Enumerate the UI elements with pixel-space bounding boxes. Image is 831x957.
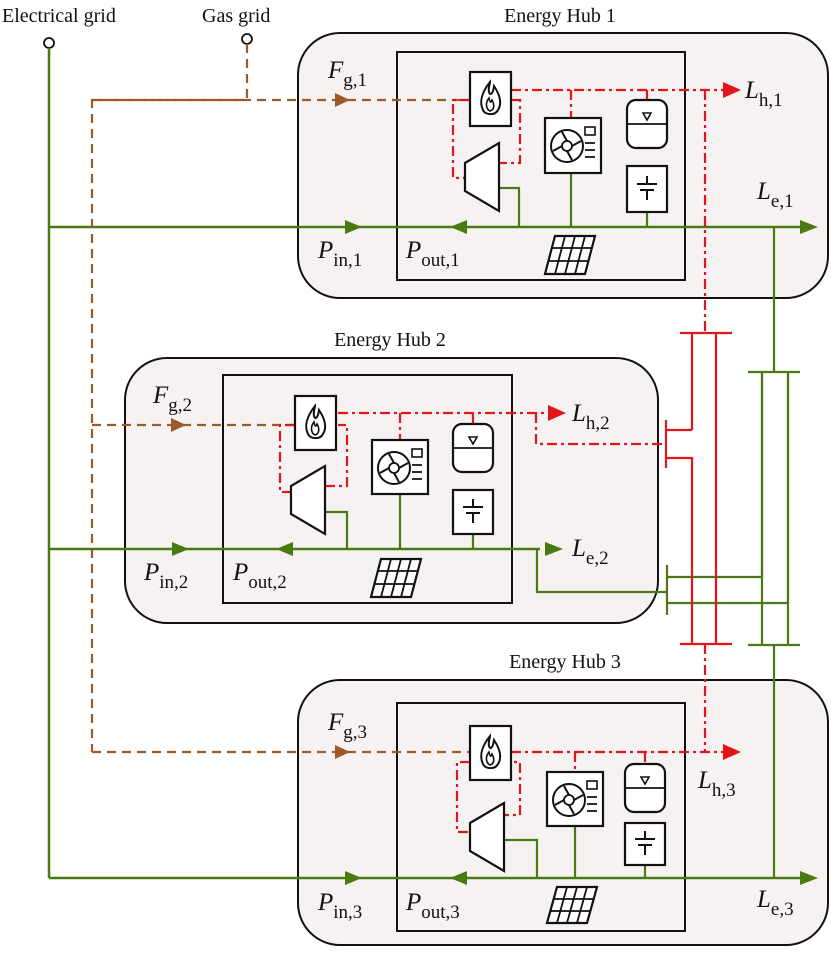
electrical-grid-label: Electrical grid <box>2 5 116 27</box>
gas-flow-arrows <box>171 93 350 759</box>
hub-3-p-in-label: Pin,3 <box>317 889 362 923</box>
hub-1-heat-load-label: Lh,1 <box>744 77 783 111</box>
battery-icon <box>623 821 667 867</box>
hub-3-fuel-label: Fg,3 <box>327 709 367 743</box>
hub-2-heat-load-label: Lh,2 <box>571 400 610 434</box>
hub-2-fuel-label: Fg,2 <box>152 382 192 416</box>
thermal-storage-icon <box>451 422 495 474</box>
hub-2-p-in-label: Pin,2 <box>143 559 188 593</box>
electric-interconnection <box>535 370 800 647</box>
turbine-icon <box>289 464 327 536</box>
electrical-grid-terminal-icon <box>43 37 55 49</box>
hub-1-title: Energy Hub 1 <box>504 5 616 27</box>
heat-pump-icon <box>543 116 603 175</box>
heat-interconnection <box>664 331 732 646</box>
gas-grid-label: Gas grid <box>202 5 270 27</box>
turbine-icon <box>463 141 501 213</box>
hub-3-converter-box <box>396 702 686 932</box>
solar-panel-icon <box>545 885 599 925</box>
hub-1-p-out-label: Pout,1 <box>405 237 460 271</box>
thermal-storage-icon <box>625 98 669 150</box>
solar-panel-icon <box>543 234 597 276</box>
turbine-icon <box>468 801 506 873</box>
hub-2-p-out-label: Pout,2 <box>232 559 287 593</box>
hub-1-internal-wiring <box>499 173 776 372</box>
hub-1-p-in-label: Pin,1 <box>317 237 362 271</box>
hub-1-fuel-label: Fg,1 <box>327 57 367 91</box>
hub-3-heat-load-label: Lh,3 <box>697 767 736 801</box>
thermal-storage-icon <box>623 762 667 814</box>
battery-icon <box>625 164 669 214</box>
battery-icon <box>451 488 495 536</box>
heat-pump-icon <box>545 770 605 828</box>
hub-2-elec-load-label: Le,2 <box>571 535 609 569</box>
hub-3-title: Energy Hub 3 <box>509 651 621 673</box>
electric-flow-arrows <box>172 220 818 885</box>
boiler-flame-icon <box>293 394 338 452</box>
boiler-flame-icon <box>468 724 513 782</box>
heat-network-lines <box>278 88 725 834</box>
electrical-grid-lines <box>47 48 800 880</box>
hub-2-title: Energy Hub 2 <box>334 329 446 351</box>
gas-grid-lines <box>90 44 470 754</box>
hub-3-elec-load-label: Le,3 <box>756 886 794 920</box>
hub-2-converter-box <box>222 374 513 604</box>
boiler-flame-icon <box>468 70 513 128</box>
hub-2-internal-wiring <box>325 494 475 549</box>
heat-flow-arrows <box>548 82 741 760</box>
hub-1-converter-box <box>396 51 686 281</box>
heat-pump-icon <box>370 438 430 496</box>
solar-panel-icon <box>369 557 423 599</box>
gas-grid-terminal-icon <box>241 33 253 45</box>
hub-1-elec-load-label: Le,1 <box>756 178 794 212</box>
hub-3-p-out-label: Pout,3 <box>405 889 460 923</box>
